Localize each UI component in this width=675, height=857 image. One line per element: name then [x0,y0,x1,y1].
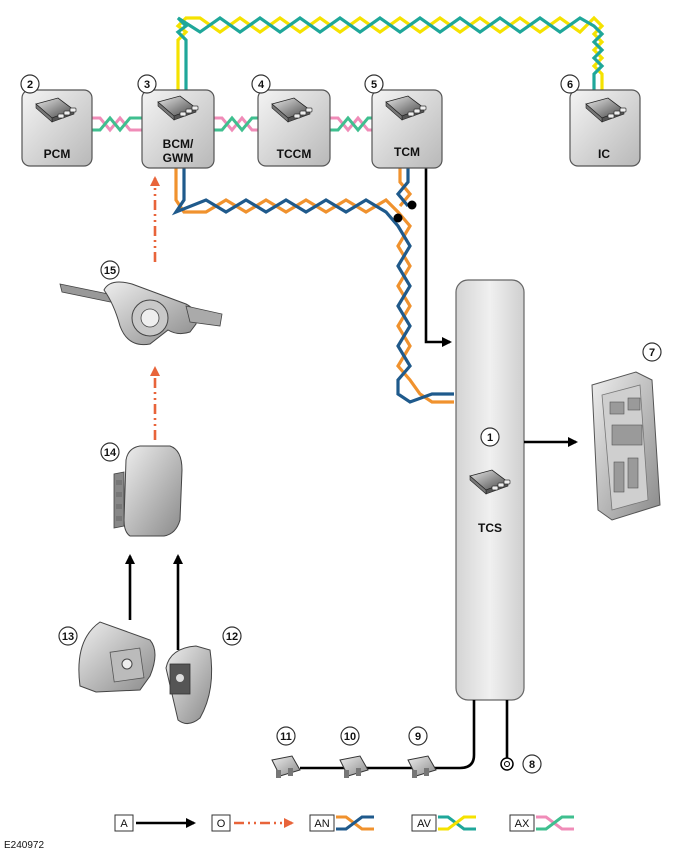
av-wire-yellow [175,15,605,90]
rear-module-number: 7 [649,347,655,359]
av-can-bus-harness [175,15,605,90]
fuse-9[interactable]: 9 [407,726,437,778]
rear-control-module[interactable]: 7 [591,342,662,521]
tccm-label: TCCM [277,147,312,161]
switch-number: 15 [104,265,116,277]
right-paddle[interactable]: 12 [165,626,242,724]
tcm-number: 5 [371,79,377,91]
tcs-label: TCS [478,521,502,535]
legend-item-ax: AX [509,814,574,832]
legend-item-a: A [114,814,196,832]
fuse-11-number: 11 [280,731,292,743]
bcm-label-line1: BCM/ [163,137,194,151]
legend-code-an: AN [314,818,329,830]
bcm-number: 3 [144,79,150,91]
fuse-10[interactable]: 10 [339,726,369,778]
pcm-label: PCM [44,147,71,161]
ic-label: IC [598,147,610,161]
tcs-module[interactable]: 1 TCS [455,279,525,701]
pcm-module[interactable]: 2 PCM [20,74,93,167]
figure-reference: E240972 [4,840,44,851]
fuse-11[interactable]: 11 [271,726,301,778]
legend-code-o: O [217,818,226,830]
an-wire-blue [171,168,454,404]
tccm-module[interactable]: 4 TCCM [251,74,331,167]
an-can-bus-harness [171,168,454,404]
splice-node [407,200,417,210]
an-wire-orange [174,168,454,404]
splice-node [393,213,403,223]
bcm-label-line2: GWM [163,151,194,165]
paddle-module-number: 14 [104,447,117,459]
tcs-number: 1 [487,432,493,444]
ic-module[interactable]: 6 IC [560,74,641,167]
fuse-9-number: 9 [415,731,421,743]
paddle-shift-module[interactable]: 14 [100,442,183,537]
ground-number: 8 [529,759,535,771]
left-paddle[interactable]: 13 [58,621,156,693]
fuse-supply-wire [300,700,476,770]
fuse-10-number: 10 [344,731,356,743]
legend-item-an: AN [309,814,374,832]
right-paddle-number: 12 [226,631,238,643]
legend-code-ax: AX [515,818,530,830]
legend: A O AN AV AX [114,814,574,832]
tcm-tcs-signal-wire [424,168,452,347]
bcm-gwm-module[interactable]: 3 BCM/ GWM [137,74,215,169]
steering-column-switch[interactable]: 15 [59,260,223,346]
av-wire-teal [175,16,605,90]
ax-can-bus-harness [92,115,374,133]
left-paddle-number: 13 [62,631,74,643]
pcm-number: 2 [27,79,33,91]
legend-code-av: AV [417,818,432,830]
tccm-number: 4 [258,79,265,91]
legend-code-a: A [120,818,128,830]
legend-item-av: AV [411,814,476,832]
tcm-label: TCM [394,145,420,159]
ic-number: 6 [567,79,573,91]
legend-item-o: O [211,814,294,832]
tcm-module[interactable]: 5 TCM [364,74,443,169]
